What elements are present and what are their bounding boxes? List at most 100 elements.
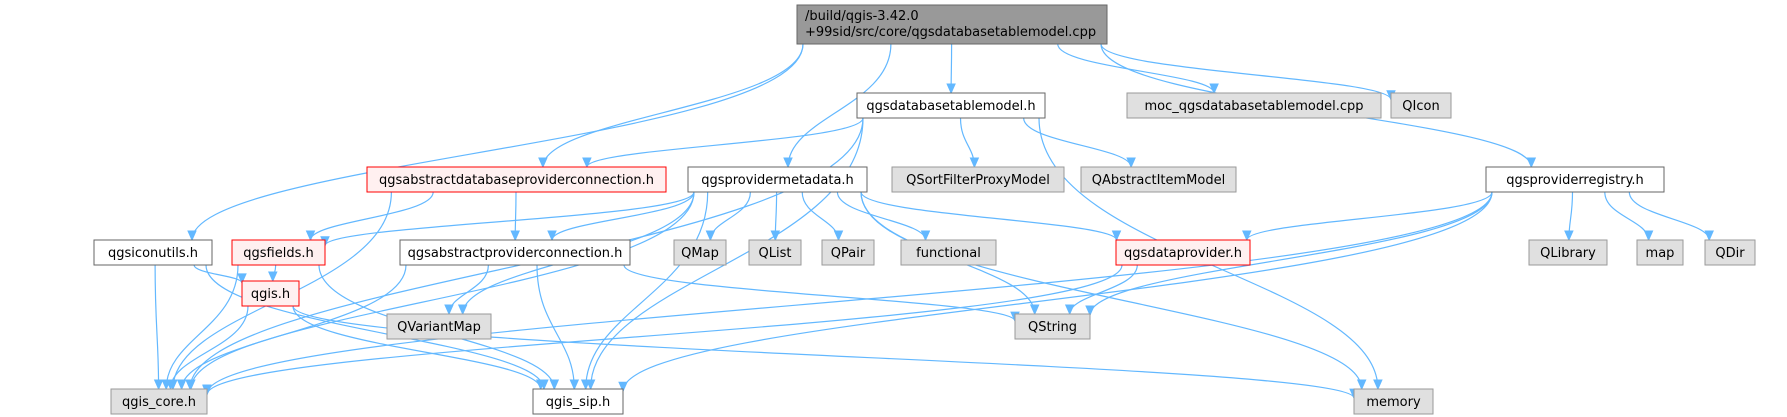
node-qgsiconutils-h[interactable]: qgsiconutils.h <box>93 239 213 266</box>
edge-qgsdatabasetablemodel_h-to-qgsabstractdatabaseproviderconnection_h <box>586 117 864 168</box>
node-box <box>1126 92 1382 119</box>
arrowhead-root-to-qgsproviderregistry_h <box>1526 157 1537 169</box>
arrowhead-qgsabstractproviderconnection_h-to-qgis_sip_h <box>569 379 580 391</box>
nodes-layer: /build/qgis-3.42.0+99sid/src/core/qgsdat… <box>93 4 1756 415</box>
node-qgsabstractdatabaseproviderconnection-h[interactable]: qgsabstractdatabaseproviderconnection.h <box>366 166 667 193</box>
arrowhead-qgsprovidermetadata_h-to-functional <box>920 230 931 242</box>
edge-root-to-qgsiconutils_h <box>191 43 804 241</box>
edge-qgsfields_h-to-qgis_core_h <box>165 264 239 390</box>
arrowhead-qgsproviderregistry_h-to-qstring <box>1085 305 1095 317</box>
node-box <box>1080 166 1237 193</box>
node-box <box>366 166 667 193</box>
edge-qgsabstractproviderconnection_h-to-qstring <box>623 264 1016 322</box>
edge-root-to-qicon <box>1100 43 1392 100</box>
arrowhead-root-to-qgsprovidermetadata_h <box>783 157 793 169</box>
arrowhead-root-to-qgsdatabasetablemodel_h <box>946 83 956 95</box>
arrowhead-qgsdatabasetablemodel_h-to-qabstractitemmodel <box>1126 157 1136 169</box>
node-label: qgsprovidermetadata.h <box>701 173 854 188</box>
arrowhead-qgis_h-to-qgis_core_h <box>165 379 176 391</box>
node-label: QString <box>1028 320 1077 335</box>
arrowhead-qgsdatabasetablemodel_h-to-qsortfilterproxymodel <box>969 157 980 169</box>
edge-qgsprovidermetadata_h-to-functional <box>836 191 927 241</box>
arrowhead-qgsdatabasetablemodel_h-to-qgsabstractdatabaseproviderconnection_h <box>582 157 592 169</box>
node-label: qgsfields.h <box>243 246 313 261</box>
edge-qgsiconutils_h-to-qgis_sip_h <box>205 264 545 390</box>
node-qgsfields-h[interactable]: qgsfields.h <box>231 239 326 266</box>
edge-qgsprovidermetadata_h-to-qgsdataprovider_h <box>860 191 1118 241</box>
node-label: QList <box>759 246 792 261</box>
arrowhead-qgsprovidermetadata_h-to-qpair <box>833 230 844 242</box>
node-label: QIcon <box>1402 99 1439 114</box>
arrowhead-qgsproviderregistry_h-to-map <box>1643 230 1654 242</box>
edge-qgsproviderregistry_h-to-qgsdataprovider_h <box>1246 191 1493 241</box>
edge-qgsprovidermetadata_h-to-qgsfields_h <box>324 191 695 247</box>
node-qstring: QString <box>1014 313 1091 340</box>
edge-qgsproviderregistry_h-to-map <box>1604 191 1650 241</box>
edge-qgsdataprovider_h-to-qgis_core_h <box>206 264 1123 395</box>
node-box <box>1115 239 1251 266</box>
node-box <box>399 239 631 266</box>
node-qgsdataprovider-h[interactable]: qgsdataprovider.h <box>1115 239 1251 266</box>
node-label: qgis_sip.h <box>546 395 610 410</box>
arrowhead-root-to-moc_cpp <box>1209 83 1219 95</box>
node-label: +99sid/src/core/qgsdatabasetablemodel.cp… <box>805 25 1096 40</box>
node-label: qgis.h <box>251 287 290 302</box>
arrowhead-qgsabstractproviderconnection_h-to-qgis_core_h <box>176 379 187 391</box>
arrowhead-root-to-qgsiconutils_h <box>187 230 197 242</box>
node-box <box>1636 239 1684 266</box>
node-box <box>532 388 624 415</box>
arrowhead-qgsproviderregistry_h-to-qgis_sip_h <box>618 381 628 393</box>
node-box <box>231 239 326 266</box>
edge-qgsproviderregistry_h-to-qgis_core_h <box>206 191 1493 395</box>
node-label: qgis_core.h <box>122 395 196 410</box>
arrowhead-qgsprovidermetadata_h-to-qgis_sip_h <box>580 379 591 391</box>
node-qmap: QMap <box>673 239 727 266</box>
node-box <box>1353 388 1434 415</box>
node-box <box>673 239 727 266</box>
node-qgsproviderregistry-h[interactable]: qgsproviderregistry.h <box>1485 166 1665 193</box>
node-qlibrary: QLibrary <box>1528 239 1608 266</box>
node-label: qgsdataprovider.h <box>1124 246 1242 261</box>
node-box <box>900 239 997 266</box>
arrowhead-root-to-qgsabstractdatabaseproviderconnection_h <box>538 157 548 169</box>
node-label: qgsiconutils.h <box>108 246 198 261</box>
node-root[interactable]: /build/qgis-3.42.0+99sid/src/core/qgsdat… <box>796 4 1108 45</box>
node-label: /build/qgis-3.42.0 <box>805 9 919 24</box>
arrowhead-qgsprovidermetadata_h-to-qgsabstractproviderconnection_h <box>547 230 557 242</box>
node-qgis-sip-h[interactable]: qgis_sip.h <box>532 388 624 415</box>
edge-qgis_h-to-qgis_core_h <box>170 305 249 390</box>
node-box <box>748 239 802 266</box>
node-label: qgsabstractproviderconnection.h <box>408 246 623 261</box>
node-qgsprovidermetadata-h[interactable]: qgsprovidermetadata.h <box>687 166 868 193</box>
node-qgsdatabasetablemodel-h[interactable]: qgsdatabasetablemodel.h <box>856 92 1046 119</box>
node-qgis-h[interactable]: qgis.h <box>241 280 300 307</box>
node-label: QLibrary <box>1540 246 1596 261</box>
arrowhead-qgsproviderregistry_h-to-qgsdataprovider_h <box>1242 230 1252 242</box>
edge-qgsprovidermetadata_h-to-qgis_sip_h <box>585 191 709 390</box>
node-qdir: QDir <box>1704 239 1756 266</box>
arrowhead-qgsprovidermetadata_h-to-qgsdataprovider_h <box>1111 230 1122 242</box>
node-qgis-core-h: qgis_core.h <box>110 388 208 415</box>
arrowhead-qgsabstractdatabaseproviderconnection_h-to-qgsfields_h <box>305 230 316 242</box>
arrowhead-qgsiconutils_h-to-qgis_core_h <box>153 379 164 391</box>
node-box <box>1528 239 1608 266</box>
arrowhead-qgsprovidermetadata_h-to-qmap <box>705 230 716 242</box>
edge-qgsiconutils_h-to-qgis_h <box>193 264 243 284</box>
edge-qgis_h-to-memory <box>292 305 1355 399</box>
node-moc-cpp: moc_qgsdatabasetablemodel.cpp <box>1126 92 1382 119</box>
node-label: qgsproviderregistry.h <box>1506 173 1644 188</box>
node-map: map <box>1636 239 1684 266</box>
arrowhead-qgsfields_h-to-qgis_h <box>268 271 278 283</box>
node-label: qgsabstractdatabaseproviderconnection.h <box>379 173 654 188</box>
node-label: QAbstractItemModel <box>1092 173 1225 188</box>
node-qabstractitemmodel: QAbstractItemModel <box>1080 166 1237 193</box>
edge-root-to-qgsprovidermetadata_h <box>787 43 892 168</box>
arrowhead-qgsproviderregistry_h-to-qlibrary <box>1564 230 1574 242</box>
edge-qgsabstractproviderconnection_h-to-qgis_sip_h <box>536 264 575 390</box>
node-qgsabstractproviderconnection-h[interactable]: qgsabstractproviderconnection.h <box>399 239 631 266</box>
node-label: QSortFilterProxyModel <box>906 173 1050 188</box>
edge-root-to-qgsabstractdatabaseproviderconnection_h <box>542 43 804 168</box>
node-box <box>856 92 1046 119</box>
edge-qgsprovidermetadata_h-to-memory <box>860 191 1363 390</box>
